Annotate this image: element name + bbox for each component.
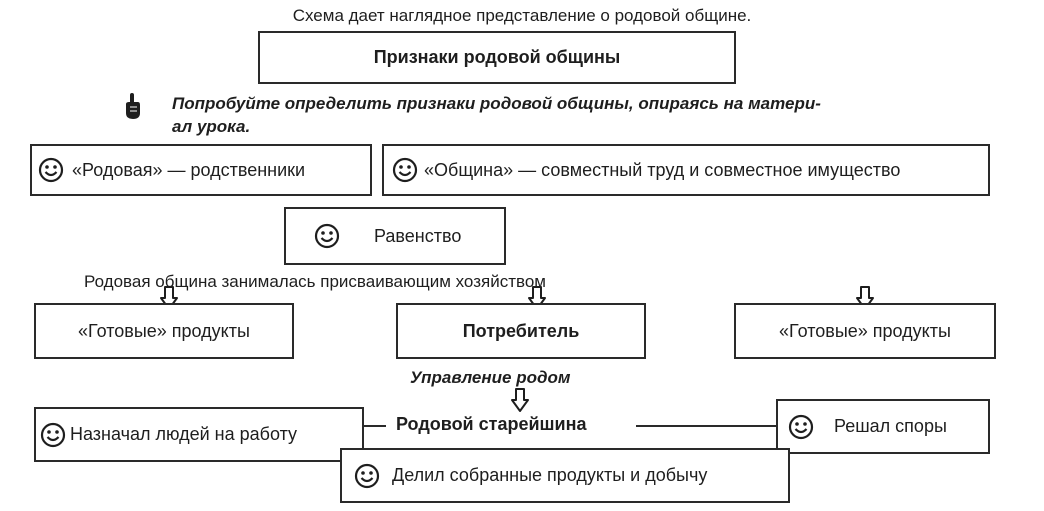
resolved-disputes-label: Решал споры: [834, 416, 947, 436]
management-title: Управление родом: [410, 368, 571, 387]
consumer-label: Потребитель: [462, 320, 580, 341]
smiley-icon: [314, 223, 340, 249]
connector-line-left: [364, 425, 386, 427]
feature-kin-label: «Родовая» — родственники: [72, 159, 306, 180]
pointing-finger-icon: [122, 92, 142, 125]
task-line-1: Попробуйте определить признаки родовой о…: [172, 94, 821, 113]
task-line-2: ал урока.: [172, 117, 251, 136]
assigned-work-box: Назначал людей на работу: [34, 407, 364, 462]
elder-label: Родовой старейшина: [396, 414, 587, 434]
connector-line-right: [636, 425, 776, 427]
assigned-work-label: Назначал людей на работу: [70, 424, 298, 444]
consumer-box: Потребитель: [396, 303, 646, 359]
feature-community-label: «Община» — совместный труд и совместное …: [424, 159, 901, 180]
intro-text: Схема дает наглядное представление о род…: [292, 6, 752, 25]
economy-text: Родовая община занималась присваивающим …: [84, 272, 546, 291]
main-title: Признаки родовой общины: [373, 47, 621, 67]
ready-products-left-label: «Готовые» продукты: [78, 320, 250, 341]
divided-goods-box: Делил собранные продукты и добычу: [340, 448, 790, 503]
feature-kin-box: «Родовая» — родственники: [30, 144, 372, 196]
smiley-icon: [38, 157, 64, 183]
hollow-down-arrow-icon: [511, 388, 529, 412]
smiley-icon: [40, 422, 66, 448]
resolved-disputes-box: Решал споры: [776, 399, 990, 454]
smiley-icon: [354, 463, 380, 489]
feature-equality-box: Равенство: [284, 207, 506, 265]
feature-equality-label: Равенство: [374, 225, 462, 246]
feature-community-box: «Община» — совместный труд и совместное …: [382, 144, 990, 196]
ready-products-left-box: «Готовые» продукты: [34, 303, 294, 359]
ready-products-right-box: «Готовые» продукты: [734, 303, 996, 359]
smiley-icon: [788, 414, 814, 440]
ready-products-right-label: «Готовые» продукты: [779, 320, 951, 341]
main-title-box: Признаки родовой общины: [258, 31, 736, 84]
divided-goods-label: Делил собранные продукты и добычу: [392, 465, 708, 485]
smiley-icon: [392, 157, 418, 183]
